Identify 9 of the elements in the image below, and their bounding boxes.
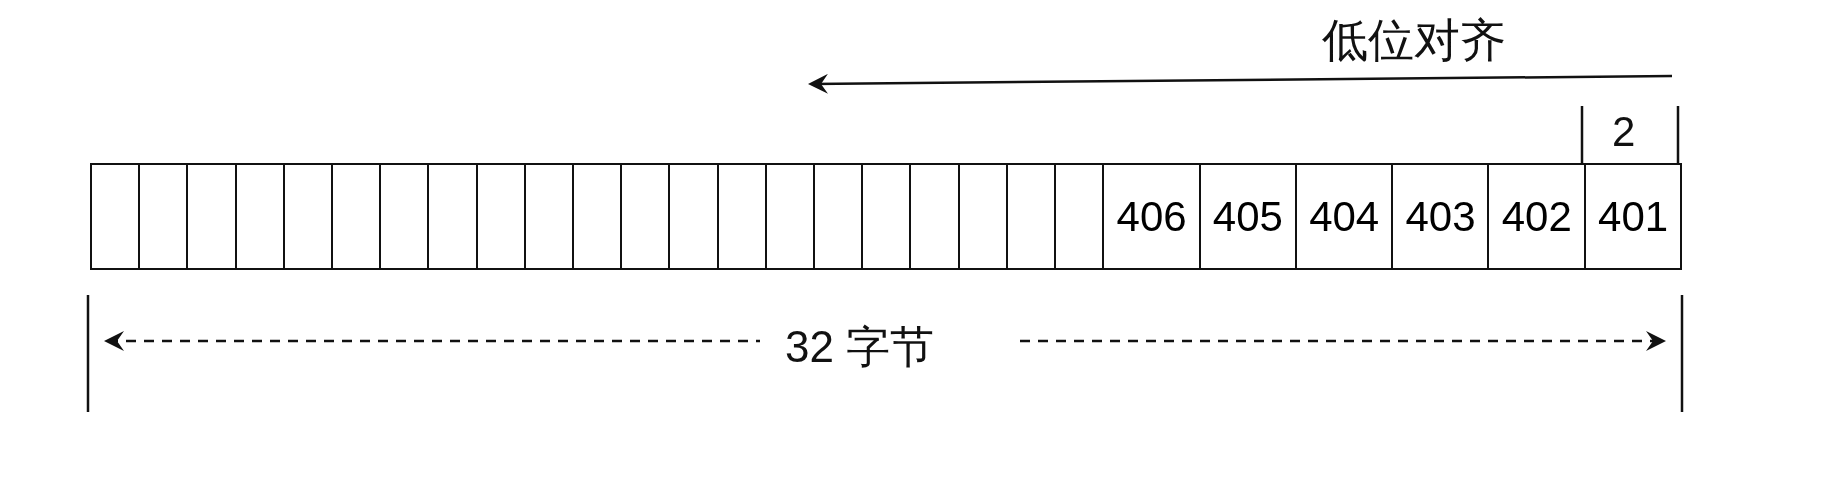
- memory-cell: 401: [1583, 163, 1683, 270]
- arrow-label: 低位对齐: [1322, 13, 1506, 68]
- memory-cell: 405: [1198, 163, 1298, 270]
- memory-cell: 403: [1391, 163, 1490, 270]
- memory-cell: 406: [1102, 163, 1201, 270]
- dimension-label: 32 字节: [785, 321, 935, 373]
- memory-cell: 402: [1487, 163, 1587, 270]
- memory-cell: 404: [1294, 163, 1394, 270]
- bracket-label: 2: [1612, 108, 1636, 156]
